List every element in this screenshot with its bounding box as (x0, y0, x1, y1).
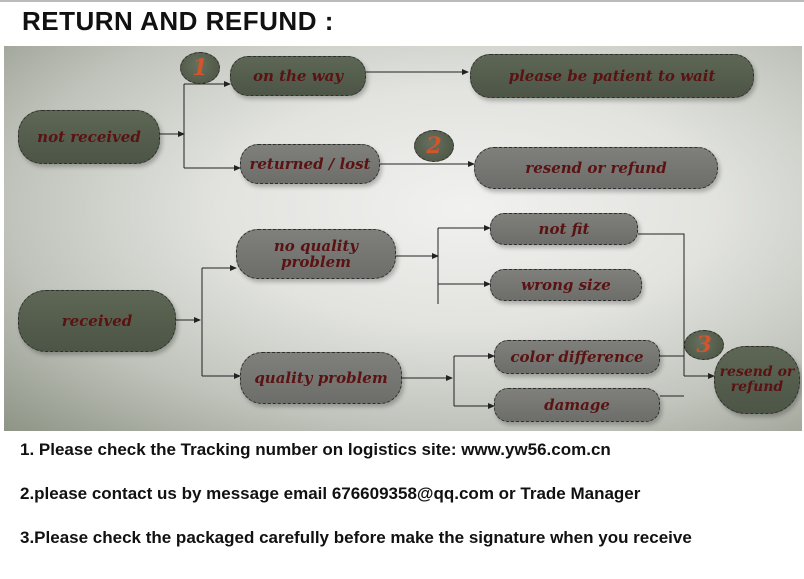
note-tracking: 1. Please check the Tracking number on l… (20, 440, 611, 459)
node-resend-or-refund-2: resend or refund (714, 346, 800, 414)
node-on-the-way: on the way (230, 56, 366, 96)
connector (638, 233, 685, 376)
node-quality-problem: quality problem (240, 352, 402, 404)
note-contact: 2.please contact us by message email 676… (20, 484, 641, 503)
top-rule (0, 0, 804, 2)
step-badge-2: 2 (414, 130, 454, 162)
flowchart-panel: not received on the way please be patien… (4, 46, 802, 431)
node-returned-lost: returned / lost (240, 144, 380, 184)
step-badge-3: 3 (684, 330, 724, 360)
node-not-received: not received (18, 110, 160, 164)
node-color-difference: color difference (494, 340, 660, 374)
step-badge-1: 1 (180, 52, 220, 84)
note-inspection: 3.Please check the packaged carefully be… (20, 528, 692, 547)
node-wrong-size: wrong size (490, 269, 642, 301)
flow-connectors (160, 69, 715, 409)
node-please-wait: please be patient to wait (470, 54, 754, 98)
node-resend-or-refund-1: resend or refund (474, 147, 718, 189)
node-not-fit: not fit (490, 213, 638, 245)
node-no-quality-problem: no quality problem (236, 229, 396, 279)
node-received: received (18, 290, 176, 352)
node-damage: damage (494, 388, 660, 422)
page-title: RETURN AND REFUND : (22, 6, 334, 36)
